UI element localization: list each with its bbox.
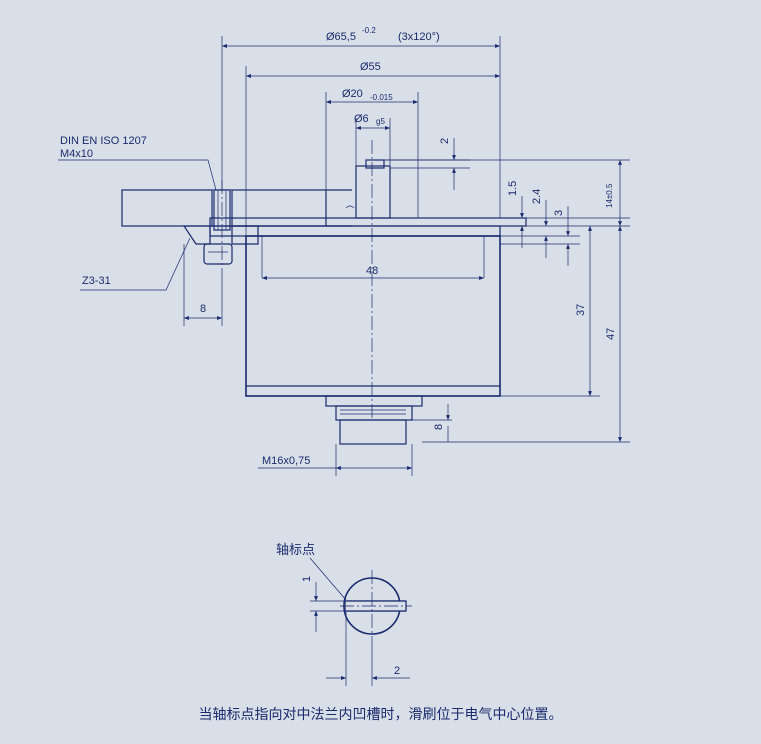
dim-14: 14±0.5 [605, 183, 614, 208]
dim-slot-depth: 2 [439, 138, 451, 144]
dim-2-4: 2.4 [531, 189, 543, 204]
encoder-body [245, 235, 501, 397]
dim-hub-tol: -0.015 [370, 93, 393, 102]
dim-8-left: 8 [200, 303, 206, 315]
mounting-plate [121, 189, 355, 227]
dim-37: 37 [575, 304, 587, 316]
dim-3: 3 [553, 210, 565, 216]
screw [203, 180, 233, 270]
dim-47: 47 [605, 328, 617, 340]
label-axis-mark: 轴标点 [276, 543, 315, 558]
detail-dim-1: 1 [301, 576, 313, 582]
dim-flange-tol: -0.2 [362, 26, 376, 35]
clamp [182, 225, 259, 245]
detail-dim-2: 2 [394, 665, 400, 677]
dim-shaft-tol: g5 [376, 117, 385, 126]
caption-text: 当轴标点指向对中法兰内凹槽时，滑刷位于电气中心位置。 [198, 707, 563, 723]
dim-flange-diameter: Ø65,5 [326, 31, 356, 43]
label-clamp: Z3-31 [82, 275, 111, 287]
shaft [355, 140, 391, 420]
shaft-detail-view: 轴标点 1 2 [276, 543, 412, 686]
connector [325, 395, 423, 445]
dim-body-diameter: Ø55 [360, 61, 381, 73]
encoder-side-view: Ø65,5 -0.2 (3x120°) Ø55 Ø20 -0.015 Ø6 g5… [58, 26, 630, 476]
dim-48: 48 [366, 265, 378, 277]
dim-shaft-diameter: Ø6 [354, 113, 369, 125]
dim-1-5: 1.5 [507, 181, 519, 196]
label-screw-size: M4x10 [60, 148, 93, 160]
dim-thread: M16x0,75 [262, 455, 310, 467]
dim-hub-diameter: Ø20 [342, 88, 363, 100]
label-screw-std: DIN EN ISO 1207 [60, 135, 147, 147]
dim-flange-note: (3x120°) [398, 31, 440, 43]
dim-8-bottom: 8 [433, 424, 445, 430]
